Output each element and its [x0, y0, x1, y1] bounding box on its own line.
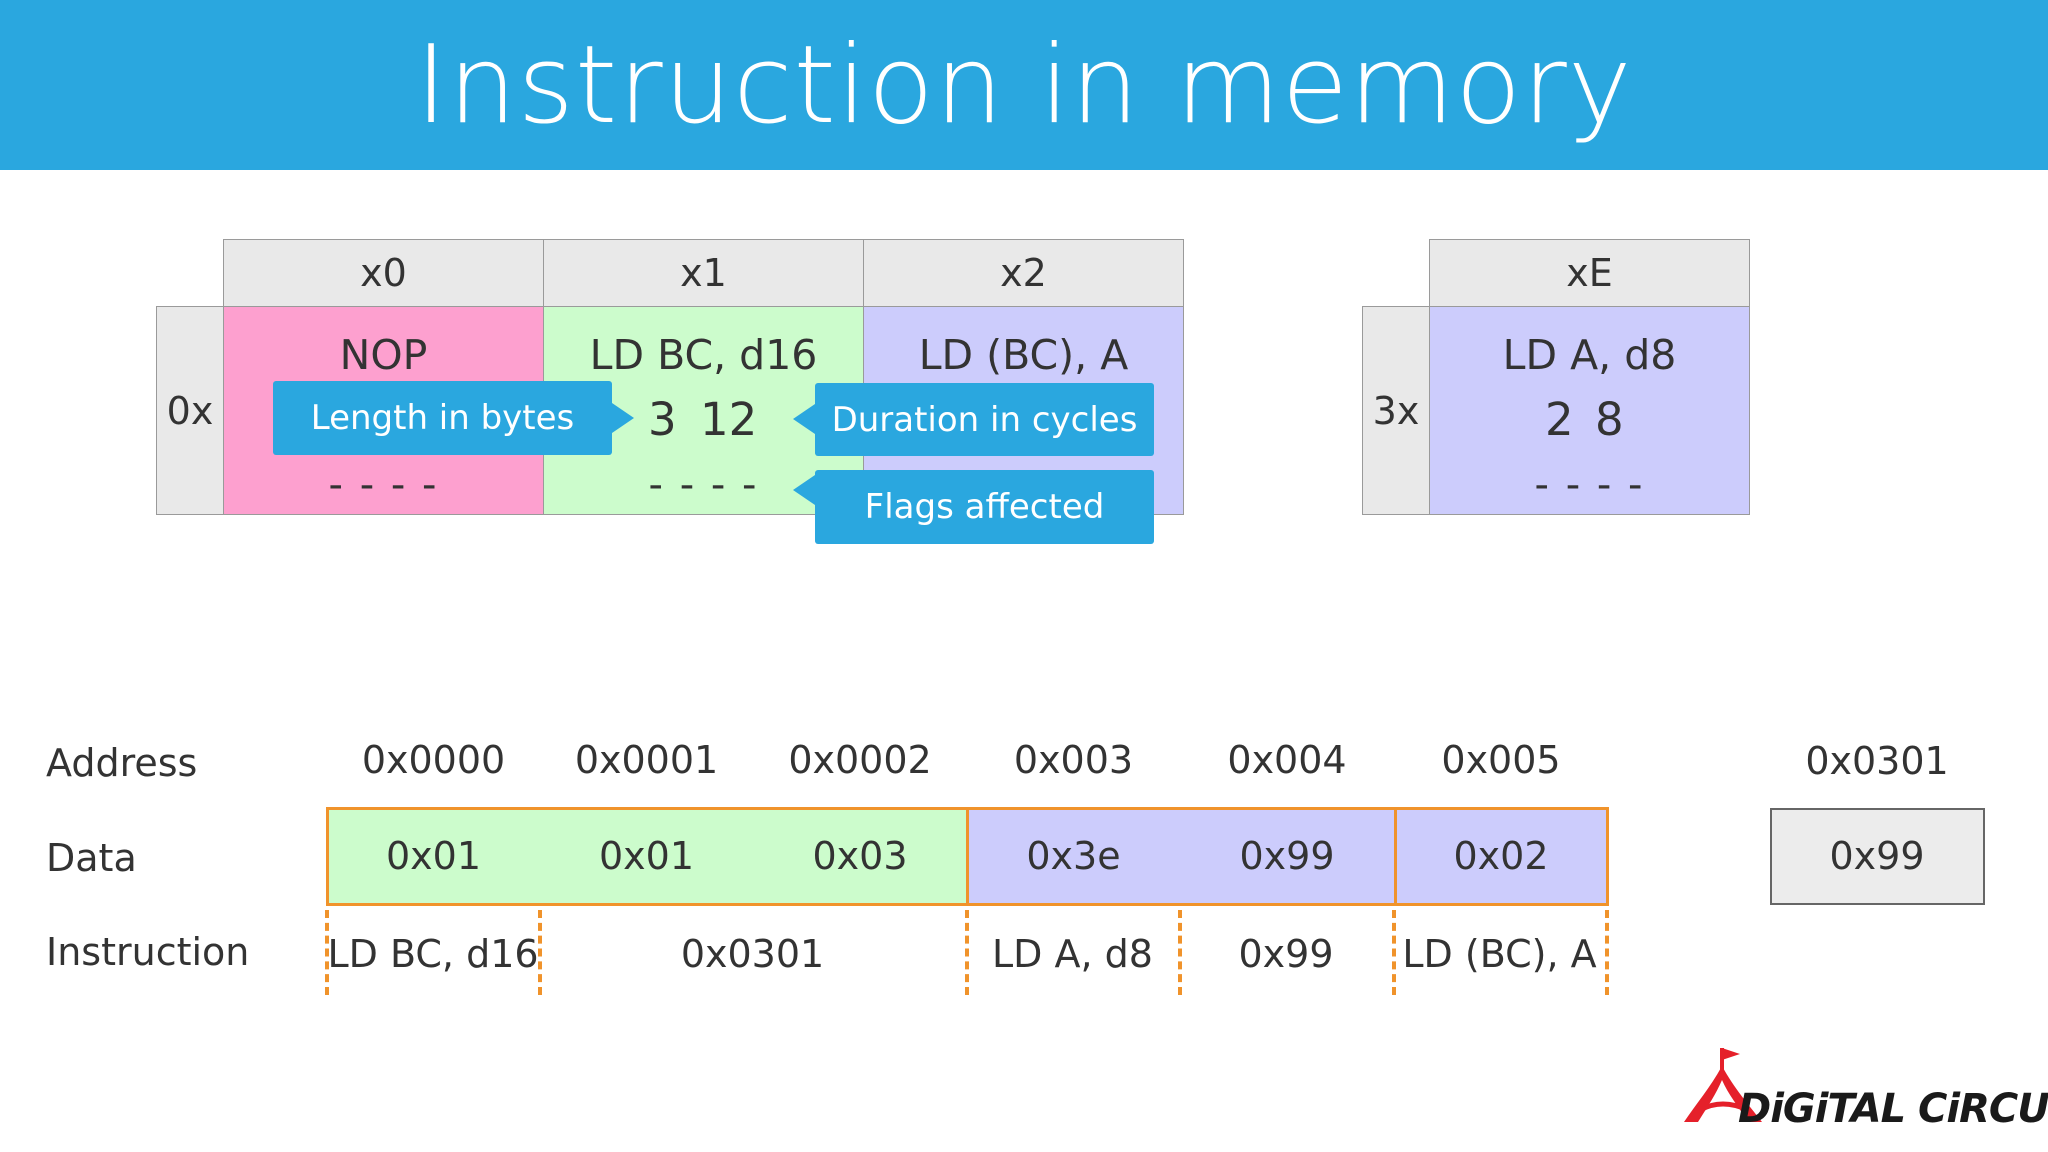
- address-cell: 0x005: [1441, 738, 1561, 782]
- instruction-separator: [538, 910, 542, 995]
- opcode-flags: - - - -: [1534, 462, 1645, 508]
- address-cell: 0x004: [1227, 738, 1347, 782]
- opcode-mnemonic: LD (BC), A: [918, 331, 1129, 379]
- column-header-x1: x1: [543, 239, 864, 307]
- column-header-xe: xE: [1429, 239, 1750, 307]
- instruction-cell: 0x99: [1238, 932, 1334, 976]
- address-cell: 0x0001: [574, 738, 719, 782]
- instruction-cell: 0x0301: [680, 932, 825, 976]
- circus-tent-icon: [1684, 1048, 1762, 1122]
- data-cell: 0x03: [812, 834, 908, 878]
- row-label-data: Data: [46, 836, 137, 880]
- address-cell: 0x0002: [788, 738, 932, 782]
- row-label-instruction: Instruction: [46, 930, 250, 974]
- page-title: Instruction in memory: [415, 22, 1633, 148]
- digital-circus-logo: DiGiTAL CiRCUS: [1682, 1036, 2048, 1136]
- callout-arrow-right-icon: [612, 403, 634, 433]
- address-cell: 0x003: [1013, 738, 1134, 782]
- data-cell: 0x99: [1239, 834, 1335, 878]
- column-header-x0: x0: [223, 239, 544, 307]
- opcode-length: 3: [648, 393, 677, 446]
- data-cell-extra: [1770, 808, 1985, 905]
- row-label-address: Address: [46, 741, 198, 785]
- instruction-cell: LD (BC), A: [1402, 932, 1597, 976]
- data-cell: 0x3e: [1026, 834, 1121, 878]
- callout-arrow-left-icon: [793, 475, 815, 505]
- instruction-separator: [325, 910, 329, 995]
- opcode-cycles: 12: [700, 393, 758, 446]
- instruction-separator: [1605, 910, 1609, 995]
- callout-length-in-bytes: Length in bytes: [273, 381, 612, 455]
- data-group-ld-bc-a: [1394, 807, 1609, 906]
- opcode-length: 2: [1545, 393, 1574, 446]
- instruction-cell: LD A, d8: [992, 932, 1153, 976]
- callout-flags-affected: Flags affected: [815, 470, 1154, 544]
- opcode-mnemonic: NOP: [339, 331, 428, 379]
- logo-wordmark: DiGiTAL CiRCUS: [1738, 1086, 2048, 1132]
- title-bar: [0, 0, 2048, 170]
- data-cell: 0x02: [1453, 834, 1549, 878]
- row-header-3x: 3x: [1362, 306, 1430, 515]
- instruction-separator: [1178, 910, 1182, 995]
- row-header-0x: 0x: [156, 306, 224, 515]
- opcode-flags: - - - -: [328, 462, 439, 508]
- address-cell-extra: 0x0301: [1805, 739, 1949, 783]
- opcode-cycles: 8: [1595, 393, 1624, 446]
- data-cell: 0x01: [598, 834, 695, 878]
- instruction-cell: LD BC, d16: [327, 932, 539, 976]
- data-group-ld-bc-d16: [326, 807, 969, 906]
- opcode-mnemonic: LD A, d8: [1502, 331, 1677, 379]
- opcode-flags: - - - -: [648, 462, 759, 508]
- callout-duration-in-cycles: Duration in cycles: [815, 383, 1154, 456]
- instruction-separator: [1392, 910, 1396, 995]
- instruction-separator: [965, 910, 969, 995]
- column-header-x2: x2: [863, 239, 1184, 307]
- callout-arrow-left-icon: [793, 404, 815, 434]
- data-cell-extra-value: 0x99: [1829, 834, 1925, 878]
- opcode-mnemonic: LD BC, d16: [589, 331, 818, 379]
- data-cell: 0x01: [385, 834, 482, 878]
- data-group-ld-a-d8: [966, 807, 1398, 906]
- address-cell: 0x0000: [361, 738, 506, 782]
- opcode-cell-ld-a-d8: [1429, 306, 1750, 515]
